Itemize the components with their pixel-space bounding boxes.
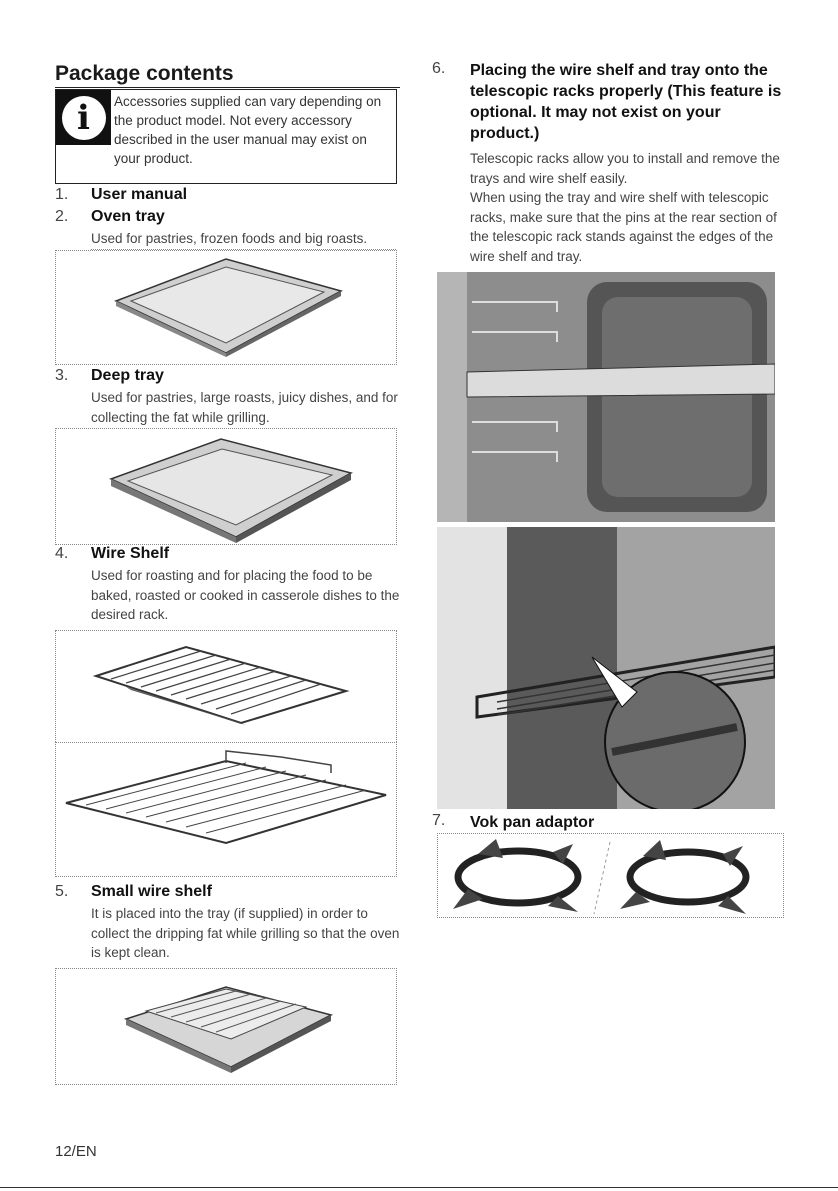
item-number: 3.: [55, 367, 69, 384]
item-description: Used for roasting and for placing the fo…: [91, 568, 400, 622]
telescopic-rack-tray-photo: [437, 272, 776, 522]
item-title: User manual: [91, 186, 188, 203]
list-item: 1. User manual: [55, 186, 400, 210]
info-icon: i: [56, 90, 111, 145]
item-description: Used for pastries, large roasts, juicy d…: [91, 390, 398, 425]
list-item: 4. Wire Shelf Used for roasting and for …: [55, 545, 400, 629]
list-item: 5. Small wire shelf It is placed into th…: [55, 883, 400, 967]
item-title: Wire Shelf: [91, 545, 170, 562]
item-title: Small wire shelf: [91, 883, 212, 900]
page-bottom-rule: [0, 1187, 838, 1188]
item-number: 7.: [432, 812, 446, 829]
item-title: Deep tray: [91, 367, 164, 384]
item-description: Used for pastries, frozen foods and big …: [91, 231, 368, 246]
telescopic-rack-wire-shelf-photo: [437, 527, 777, 813]
item-number: 5.: [55, 883, 69, 900]
vok-pan-adaptor-illustration: [437, 833, 784, 918]
item-number: 4.: [55, 545, 69, 562]
info-note-text: Accessories supplied can vary depending …: [114, 94, 382, 166]
item-description: It is placed into the tray (if supplied)…: [91, 906, 400, 960]
item-number: 6.: [432, 60, 446, 77]
list-item: 2. Oven tray Used for pastries, frozen f…: [55, 208, 400, 248]
info-note: i Accessories supplied can vary dependin…: [55, 89, 397, 184]
page-title: Package contents: [55, 62, 400, 88]
wire-shelf-illustration-2: [55, 742, 397, 877]
item-number: 1.: [55, 186, 69, 203]
deep-tray-illustration: [55, 428, 397, 545]
item-description: Telescopic racks allow you to install an…: [470, 151, 780, 186]
item-title: Oven tray: [91, 208, 165, 225]
item-number: 2.: [55, 208, 69, 225]
oven-tray-illustration: [55, 250, 397, 365]
small-wire-shelf-illustration: [55, 968, 397, 1085]
page-number: 12/EN: [55, 1143, 97, 1160]
item-title: Placing the wire shelf and tray onto the…: [470, 62, 782, 142]
list-item: 3. Deep tray Used for pastries, large ro…: [55, 367, 400, 427]
item-title: Vok pan adaptor: [470, 814, 595, 831]
item-description: When using the tray and wire shelf with …: [470, 190, 777, 264]
wire-shelf-illustration: [55, 630, 397, 744]
